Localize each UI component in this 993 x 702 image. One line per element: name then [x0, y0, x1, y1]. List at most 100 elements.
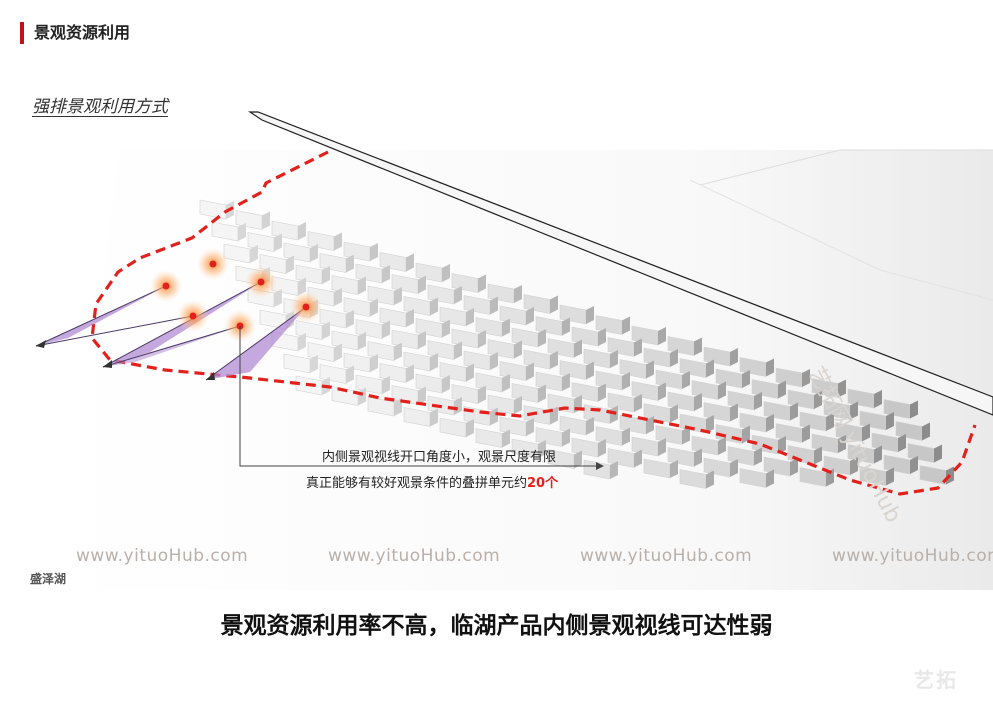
- building-block-side: [238, 223, 246, 241]
- building-block-side: [826, 413, 834, 431]
- building-block-side: [706, 470, 714, 489]
- building-block-side: [610, 350, 618, 368]
- building-block-side: [526, 362, 534, 381]
- building-block-side: [358, 332, 366, 350]
- annotation-text-2-prefix: 真正能够有较好观景条件的叠拼单元约: [306, 476, 528, 491]
- building-block-side: [562, 428, 570, 447]
- building-block-side: [766, 358, 774, 377]
- building-block-side: [622, 316, 630, 335]
- building-block-side: [766, 469, 774, 488]
- building-block-side: [778, 436, 786, 454]
- building-block-side: [730, 403, 738, 422]
- road-line: [699, 149, 993, 186]
- building-block-side: [826, 468, 834, 487]
- building-block-side: [730, 459, 738, 477]
- arrow-head: [103, 360, 112, 368]
- building-block-side: [874, 390, 882, 408]
- building-block-side: [334, 232, 342, 251]
- building-block-side: [310, 244, 318, 262]
- annotation-leader: [239, 326, 596, 467]
- building-block-side: [862, 423, 870, 442]
- annotation-count: 20个: [527, 476, 559, 491]
- building-block-side: [754, 392, 762, 410]
- building-block-side: [550, 351, 558, 369]
- building-block-side: [346, 254, 354, 273]
- building-block-side: [418, 331, 426, 349]
- building-blocks: [199, 199, 954, 489]
- building-block-side: [646, 360, 654, 379]
- building-block-side: [538, 440, 546, 458]
- building-block-side: [538, 384, 546, 403]
- building-block-side: [478, 330, 486, 348]
- building-block-side: [586, 417, 594, 435]
- building-block-side: [454, 341, 462, 360]
- building-block-side: [346, 310, 354, 328]
- building-block-side: [694, 393, 702, 411]
- site-plan-diagram: [35, 111, 993, 590]
- building-block-side: [778, 380, 786, 399]
- viewpoint-dot: [302, 303, 310, 311]
- watermark-text: www.yituoHub.com: [328, 546, 501, 566]
- building-block-side: [346, 365, 354, 384]
- building-block-side: [898, 434, 906, 452]
- watermark-text: www.yituoHub.com: [580, 546, 753, 566]
- building-block-side: [790, 402, 798, 421]
- sight-line: [35, 285, 167, 347]
- building-block-side: [406, 364, 414, 383]
- building-block-side: [634, 449, 642, 468]
- building-block-side: [430, 408, 438, 427]
- building-block-side: [430, 297, 438, 316]
- building-block-side: [586, 361, 594, 380]
- building-block-side: [706, 415, 714, 433]
- building-block-side: [886, 467, 894, 486]
- building-block-side: [334, 288, 342, 306]
- building-block-side: [658, 382, 666, 401]
- building-block-side: [298, 333, 306, 351]
- building-block-side: [706, 359, 714, 378]
- building-block-side: [502, 429, 510, 448]
- building-block-side: [562, 373, 570, 391]
- arrow-head: [36, 340, 46, 348]
- building-block-side: [910, 456, 918, 474]
- building-block-side: [418, 386, 426, 405]
- building-block-side: [766, 414, 774, 432]
- building-block-side: [382, 320, 390, 339]
- building-block-side: [886, 412, 894, 430]
- building-block-side: [442, 375, 450, 393]
- building-block-side: [814, 446, 822, 465]
- building-block-side: [514, 396, 522, 414]
- conclusion-text: 景观资源利用率不高，临湖产品内侧景观视线可达性弱: [220, 613, 773, 639]
- viewpoints: [150, 248, 322, 342]
- building-block-side: [922, 422, 930, 441]
- building-block-side: [514, 340, 522, 359]
- building-block-side: [610, 461, 618, 479]
- building-block-side: [490, 296, 498, 315]
- sight-line: [35, 315, 194, 347]
- sight-line: [102, 325, 241, 368]
- building-block-side: [670, 349, 678, 367]
- building-block-side: [550, 295, 558, 314]
- building-block-side: [250, 245, 258, 263]
- section-title: 景观资源利用: [20, 22, 130, 44]
- building-block-side: [574, 339, 582, 358]
- building-block-side: [658, 327, 666, 345]
- building-block-side: [310, 355, 318, 373]
- building-block-side: [394, 398, 402, 416]
- building-block-side: [802, 424, 810, 443]
- annotation-text-2: 真正能够有较好观景条件的叠拼单元约20个: [306, 472, 558, 491]
- building-block-side: [418, 275, 426, 294]
- building-block-side: [334, 343, 342, 362]
- annotation-arrow: [596, 462, 604, 470]
- building-block-side: [742, 370, 750, 388]
- building-block-side: [694, 448, 702, 467]
- section-title-text: 景观资源利用: [34, 23, 131, 42]
- building-block-side: [718, 381, 726, 400]
- building-block-side: [274, 289, 282, 307]
- building-block-side: [526, 307, 534, 325]
- building-block-side: [634, 338, 642, 357]
- building-block-side: [694, 337, 702, 356]
- viewpoint-dot: [189, 312, 197, 320]
- building-block-side: [298, 277, 306, 296]
- annotation-text-1: 内侧景观视线开口角度小，观景尺度有限: [322, 450, 557, 465]
- building-block-side: [514, 285, 522, 303]
